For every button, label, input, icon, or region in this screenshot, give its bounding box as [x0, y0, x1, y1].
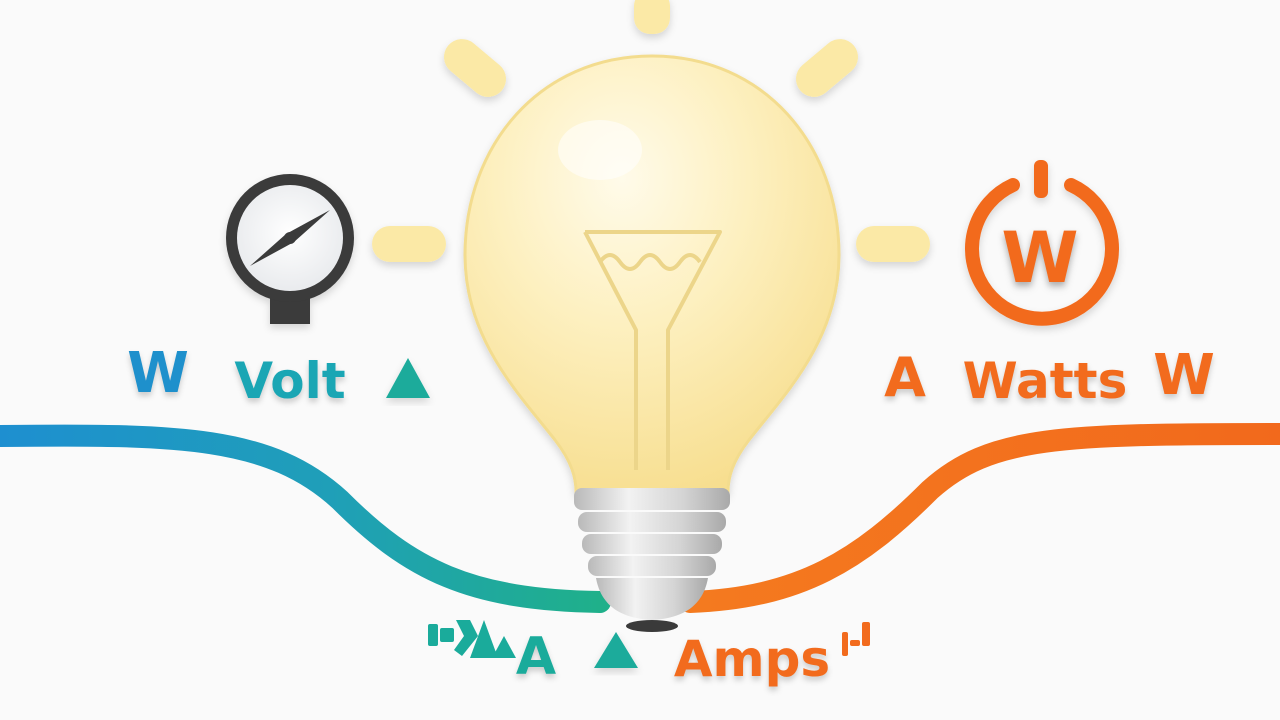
ray-upper-left: [443, 39, 507, 97]
label-left-w: W: [127, 341, 189, 406]
label-left-a: A: [884, 346, 926, 409]
label-amps: Amps: [674, 630, 830, 688]
gauge-stem: [270, 298, 310, 324]
ray-left: [372, 226, 446, 262]
power-icon-letter: W: [1001, 217, 1078, 299]
ray-upper-right: [795, 39, 859, 97]
label-right-w: W: [1153, 343, 1215, 408]
gauge-pivot: [284, 232, 296, 244]
light-rays: [372, 0, 930, 262]
glitch-glyphs-right: [842, 622, 870, 656]
label-amps-a: A: [516, 627, 556, 687]
ray-top: [634, 0, 670, 34]
power-tick: [1034, 160, 1048, 198]
bulb-highlight: [558, 120, 642, 180]
glitch-glyphs-left: [428, 620, 516, 658]
bulb-filament: [583, 230, 722, 470]
ray-right: [856, 226, 930, 262]
bulb-glass: [463, 54, 841, 494]
triangle-left-icon: [386, 358, 430, 398]
label-watts: Watts: [963, 352, 1128, 410]
power-ring: [965, 178, 1119, 326]
pressure-gauge-icon: [226, 174, 354, 324]
wire-left: [0, 424, 611, 613]
wire-right: [679, 423, 1280, 613]
power-symbol-icon: W: [965, 160, 1119, 326]
bulb-base: [574, 488, 730, 632]
triangle-bottom-icon: [594, 632, 638, 668]
light-bulb-icon: [463, 54, 841, 632]
label-volt: Volt: [234, 352, 345, 410]
